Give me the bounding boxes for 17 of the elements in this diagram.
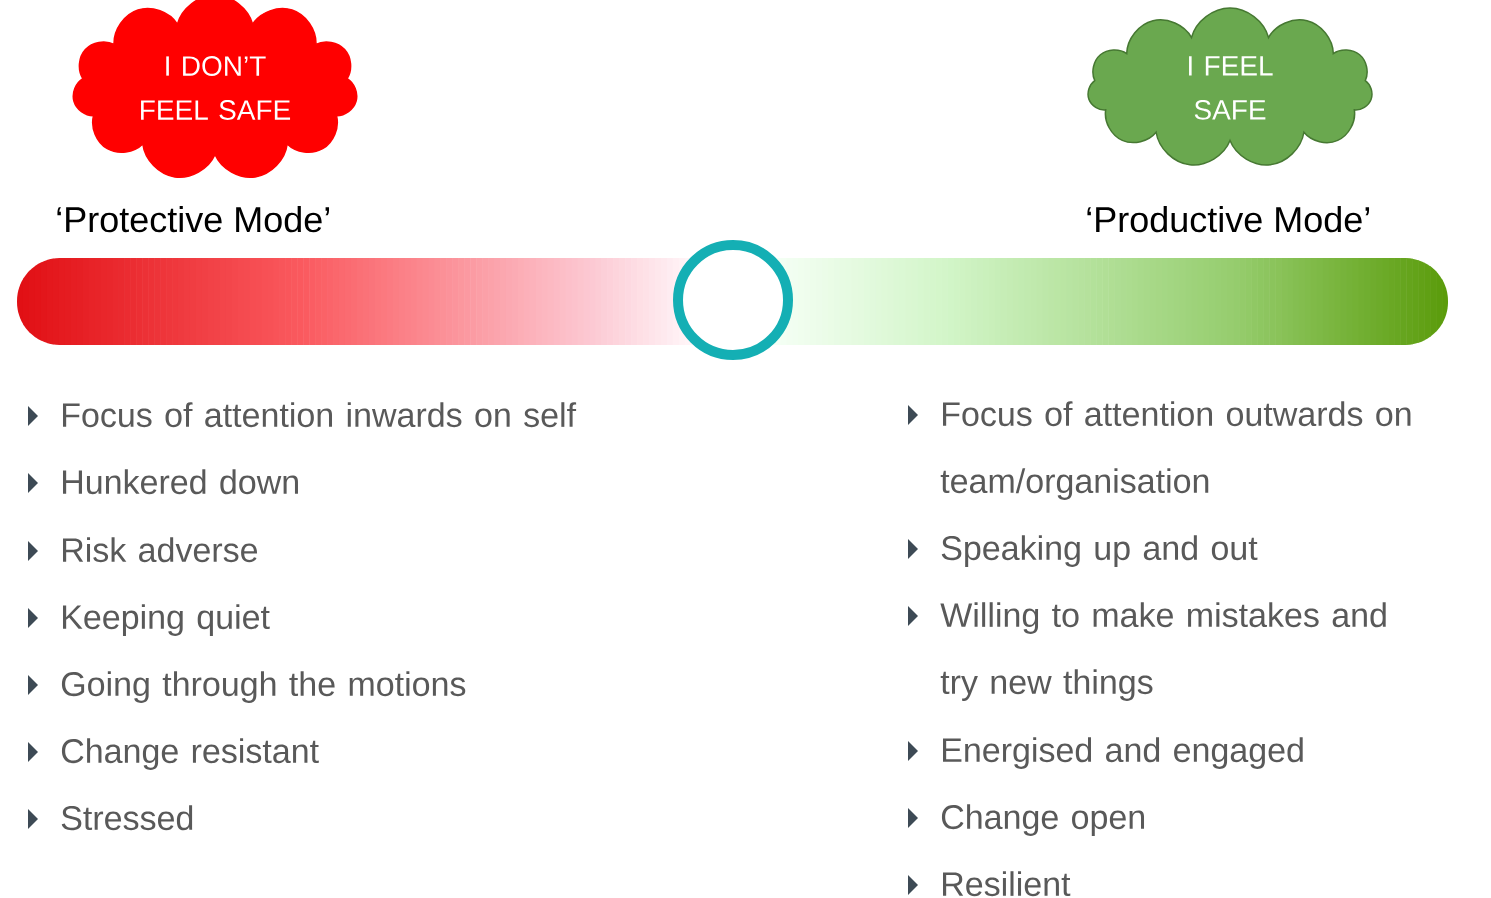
bullet-text: Focus of attention inwards on self bbox=[63, 402, 577, 428]
bullet-text: Hunkered down bbox=[63, 469, 298, 495]
bullet-text: Speaking up and out bbox=[941, 535, 1258, 567]
bullet-text: Resilient bbox=[943, 871, 1071, 897]
bullet-text: Focus of attention outwards on team/organisation bbox=[940, 401, 1411, 500]
bullet-text: Keeping quiet bbox=[63, 604, 270, 636]
bullet-text: Stressed bbox=[61, 805, 193, 831]
mode-heading: ‘Productive Mode’ bbox=[1087, 205, 1370, 233]
bullet-text: Energised and engaged bbox=[943, 737, 1303, 769]
bullet-text: Going through the motions bbox=[61, 671, 466, 703]
cloud: I DON’T FEEL SAFE bbox=[72, 0, 358, 179]
bullet-text: Change open bbox=[941, 804, 1144, 836]
bullet-text: Change resistant bbox=[61, 738, 319, 770]
bullet-text: Willing to make mistakes and try new things bbox=[940, 602, 1386, 701]
bullet-text: Risk adverse bbox=[63, 537, 258, 563]
cloud: I FEEL SAFE bbox=[1087, 7, 1373, 166]
ring-marker bbox=[673, 240, 793, 360]
